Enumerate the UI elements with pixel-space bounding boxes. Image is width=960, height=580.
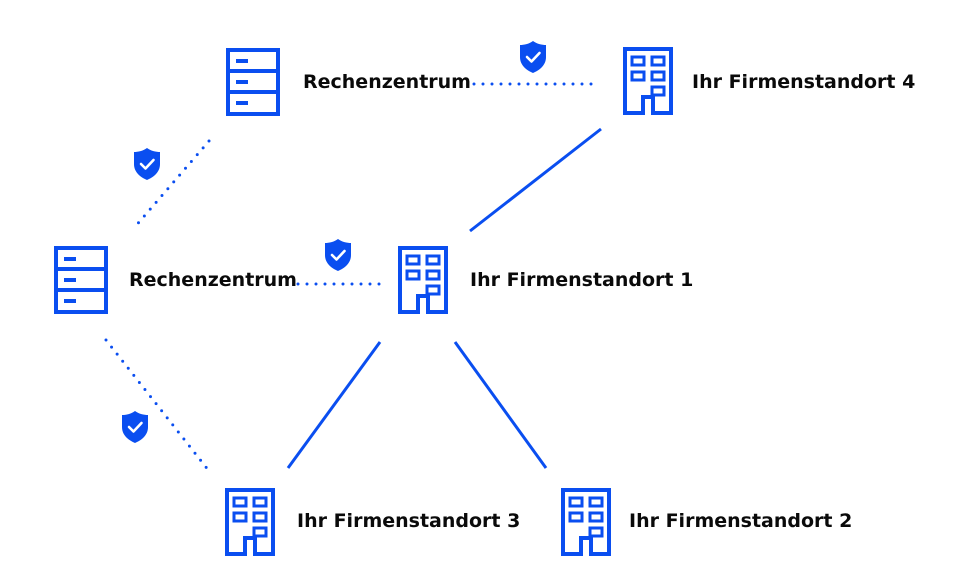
office-building-icon	[623, 47, 673, 115]
link-site-1-to-site-2	[453, 341, 548, 469]
site-4-label: Ihr Firmenstandort 4	[692, 71, 916, 93]
shield-check-icon	[132, 146, 162, 182]
shield-check-icon	[518, 39, 548, 75]
site-3-label: Ihr Firmenstandort 3	[297, 510, 521, 532]
link-datacenter-top-to-datacenter-left	[132, 139, 211, 230]
shield-check-icon	[120, 409, 150, 445]
shield-check-icon	[323, 237, 353, 273]
office-building-icon	[561, 488, 611, 556]
site-1-label: Ihr Firmenstandort 1	[470, 269, 694, 291]
server-rack-icon	[226, 48, 280, 116]
site-2-label: Ihr Firmenstandort 2	[629, 510, 853, 532]
server-rack-icon	[54, 246, 108, 314]
office-building-icon	[225, 488, 275, 556]
link-datacenter-left-to-site-3	[104, 338, 211, 473]
link-site-1-to-site-4	[469, 127, 602, 233]
office-building-icon	[398, 246, 448, 314]
datacenter-left-label: Rechenzentrum	[129, 269, 297, 291]
link-site-1-to-site-3	[286, 341, 382, 469]
datacenter-top-label: Rechenzentrum	[303, 71, 471, 93]
